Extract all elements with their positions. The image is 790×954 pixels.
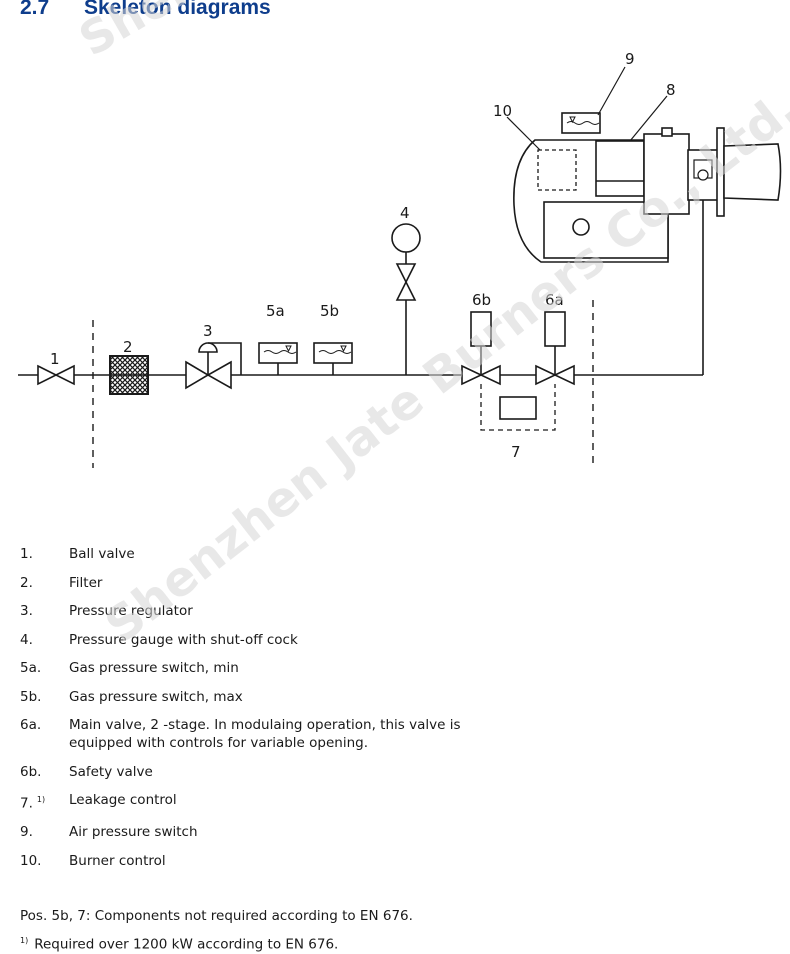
legend-text: Air pressure switch xyxy=(69,824,198,840)
pos-note: Pos. 5b, 7: Components not required acco… xyxy=(20,908,413,924)
footnote-mark: 1) xyxy=(20,936,29,945)
legend-item: 3. Pressure regulator xyxy=(20,602,519,620)
legend-key: 6a. xyxy=(20,717,42,733)
label-9: 9 xyxy=(625,50,635,68)
boundary-dashed-lines xyxy=(92,300,594,468)
label-6b: 6b xyxy=(472,291,491,309)
leakage-control-symbol xyxy=(480,384,556,431)
legend-text: Safety valve xyxy=(69,763,153,780)
section-number: 2.7 xyxy=(20,0,50,19)
pressure-gauge-symbol xyxy=(391,223,421,375)
legend-text: Gas pressure switch, max xyxy=(69,688,243,705)
filter-symbol xyxy=(109,355,149,395)
legend-key: 7.1) xyxy=(20,795,46,812)
main-valve-symbol xyxy=(535,311,575,386)
legend-item: 1. Ball valve xyxy=(20,545,519,563)
legend-item: 9. Air pressure switch xyxy=(20,823,519,841)
legend-key: 10. xyxy=(20,852,42,869)
legend-key: 5b. xyxy=(20,688,42,705)
legend-text: Burner control xyxy=(69,852,166,869)
legend-key: 6b. xyxy=(20,763,42,780)
legend-text: Pressure regulator xyxy=(69,603,193,619)
legend-item: 5b. Gas pressure switch, max xyxy=(20,688,519,706)
label-7: 7 xyxy=(511,443,521,461)
label-5b: 5b xyxy=(320,302,339,320)
label-10: 10 xyxy=(493,102,512,120)
label-8: 8 xyxy=(666,81,676,99)
legend-item: 6b. Safety valve xyxy=(20,763,519,781)
legend-text: Pressure gauge with shut-off cock xyxy=(69,631,298,648)
legend-item: 6a. Main valve, 2 -stage. In modulaing op… xyxy=(20,716,519,752)
air-pressure-switch-symbol xyxy=(561,112,601,134)
legend-text: Gas pressure switch, min xyxy=(69,660,239,676)
legend-key: 1. xyxy=(20,546,33,562)
legend-item: 7.1) Leakage control xyxy=(20,791,519,813)
legend-key: 4. xyxy=(20,631,33,648)
legend-item: 5a. Gas pressure switch, min xyxy=(20,659,519,677)
gas-pressure-switch-min-symbol xyxy=(258,342,298,375)
footnote: 1) Required over 1200 kW according to EN … xyxy=(20,936,338,953)
legend-item: 2. Filter xyxy=(20,574,519,592)
legend-text: Ball valve xyxy=(69,546,135,562)
section-title: Skeleton diagrams xyxy=(84,0,271,19)
legend-text: Leakage control xyxy=(69,792,177,808)
ball-valve-symbol xyxy=(37,364,75,386)
legend-text: Filter xyxy=(69,574,103,591)
pressure-regulator-symbol xyxy=(185,342,242,390)
footnote-ref: 1) xyxy=(36,795,46,804)
label-2: 2 xyxy=(123,338,133,356)
gas-pressure-switch-max-symbol xyxy=(313,342,353,375)
legend-list: 1. Ball valve 2. Filter 3. Pressure regulat… xyxy=(20,545,519,880)
skeleton-diagram: 1 2 3 4 5a 5b 6b 6a 7 8 9 10 xyxy=(18,50,782,468)
burner-symbol xyxy=(513,127,782,263)
section-heading: 2.7 Skeleton diagrams xyxy=(20,0,271,20)
legend-item: 10. Burner control xyxy=(20,852,519,870)
label-4: 4 xyxy=(400,204,410,222)
safety-valve-symbol xyxy=(461,311,501,386)
legend-text: Main valve, 2 -stage. In modulaing opera… xyxy=(69,717,461,751)
legend-key: 9. xyxy=(20,824,33,840)
label-3: 3 xyxy=(203,322,213,340)
label-6a: 6a xyxy=(545,291,564,309)
leader-lines xyxy=(506,66,668,151)
label-5a: 5a xyxy=(266,302,285,320)
legend-item: 4. Pressure gauge with shut-off cock xyxy=(20,631,519,649)
legend-key: 2. xyxy=(20,574,33,591)
footnote-text: Required over 1200 kW according to EN 67… xyxy=(34,936,339,953)
legend-key: 3. xyxy=(20,603,33,619)
label-1: 1 xyxy=(50,350,60,368)
legend-key: 5a. xyxy=(20,660,42,676)
